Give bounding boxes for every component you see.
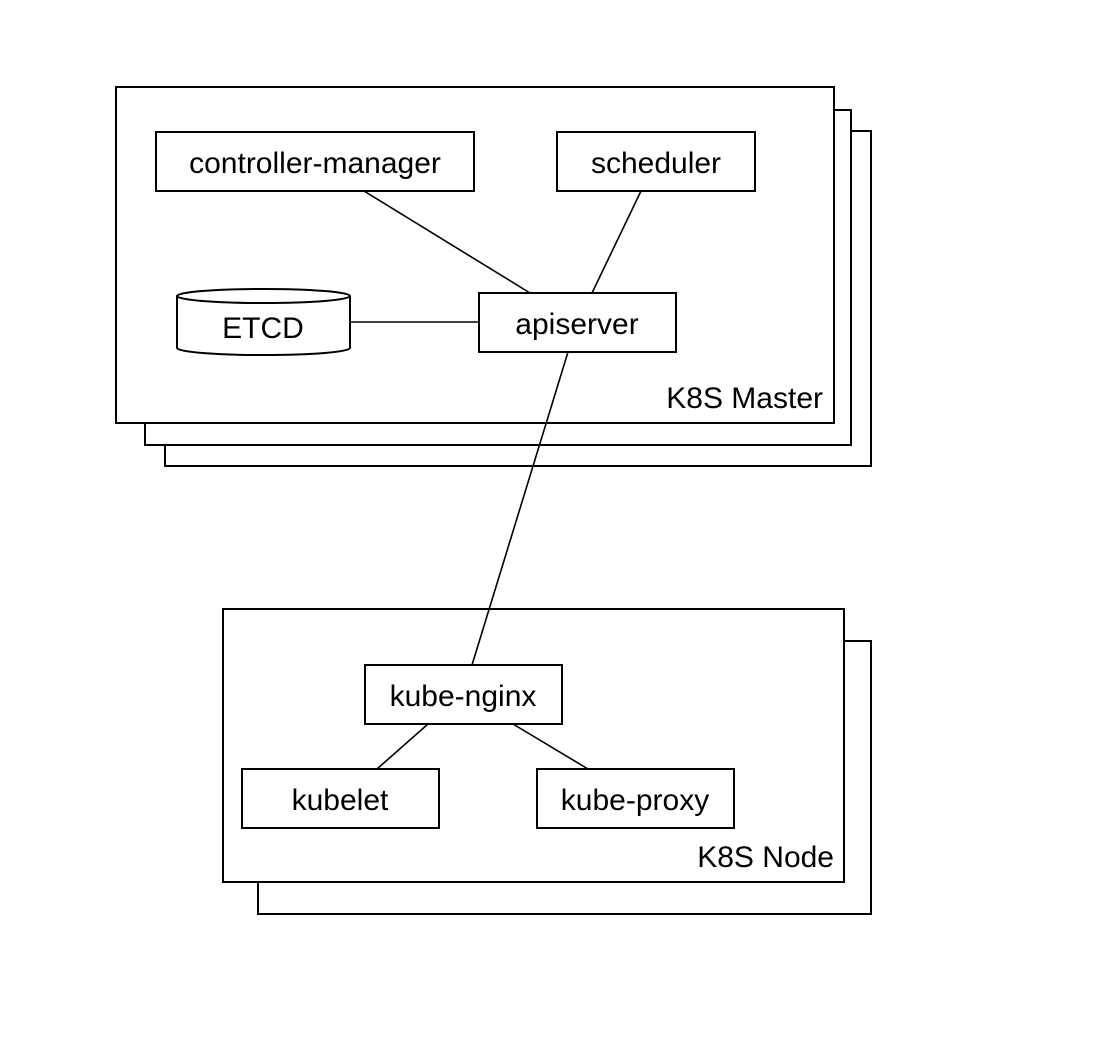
etcd-cylinder-body [176, 296, 351, 357]
edge-apiserver-kube-nginx [471, 351, 569, 666]
controller-manager-box: controller-manager [155, 131, 475, 192]
edge-kube-nginx-kubelet [376, 723, 429, 770]
apiserver-label: apiserver [515, 308, 638, 341]
kube-nginx-label: kube-nginx [390, 680, 537, 713]
node-frame [222, 608, 845, 883]
edge-controller-manager-apiserver [363, 190, 531, 294]
node-group: K8S Node [222, 608, 872, 915]
master-label: K8S Master [666, 382, 823, 415]
etcd-database: ETCD [176, 288, 351, 357]
scheduler-box: scheduler [556, 131, 756, 192]
edge-scheduler-apiserver [591, 190, 642, 294]
node-label: K8S Node [697, 841, 834, 874]
connections [351, 190, 642, 770]
kube-proxy-label: kube-proxy [561, 784, 709, 817]
edge-kube-nginx-kube-proxy [512, 723, 589, 770]
kube-nginx-box: kube-nginx [364, 664, 563, 725]
scheduler-label: scheduler [591, 147, 721, 180]
kubelet-box: kubelet [241, 768, 440, 829]
kubelet-label: kubelet [292, 784, 389, 817]
controller-manager-label: controller-manager [189, 147, 441, 180]
etcd-label: ETCD [222, 312, 304, 345]
apiserver-box: apiserver [478, 292, 677, 353]
kube-proxy-box: kube-proxy [536, 768, 735, 829]
etcd-cylinder-top [176, 288, 351, 304]
